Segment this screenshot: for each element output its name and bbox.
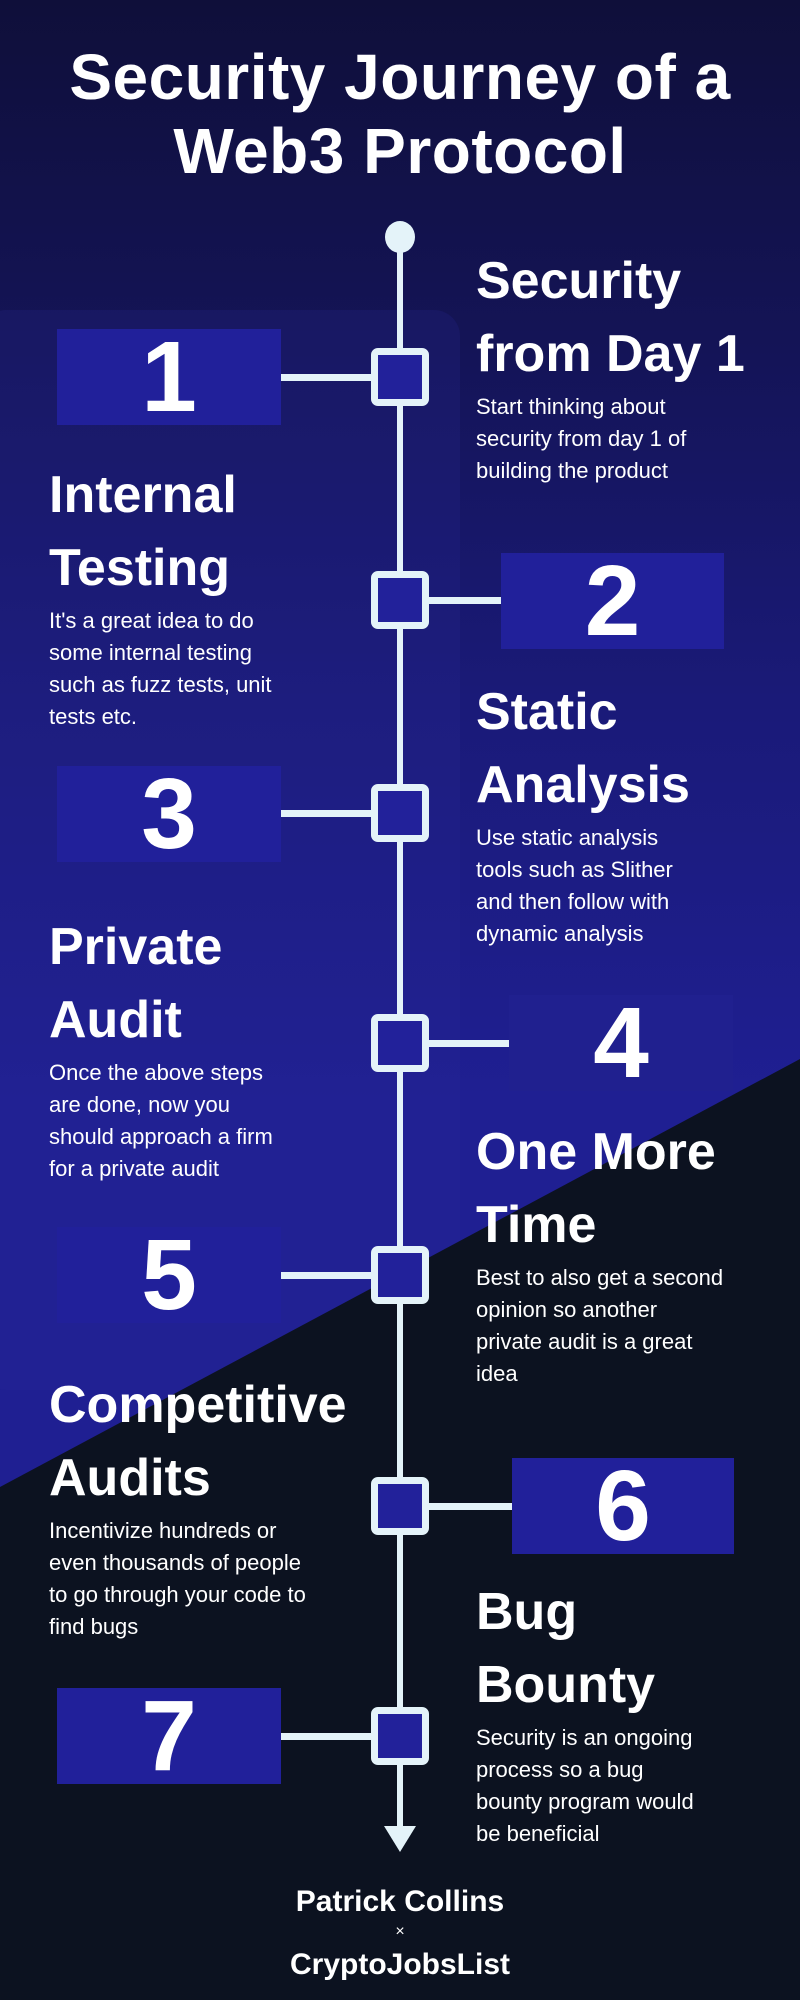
step-number-3: 3 — [57, 764, 281, 864]
timeline-node-2 — [371, 571, 429, 629]
connector-2 — [427, 597, 503, 604]
connector-3 — [281, 810, 373, 817]
connector-7 — [281, 1733, 373, 1740]
connector-6 — [427, 1503, 513, 1510]
footer-brand-logo: CryptoJobsList — [289, 1948, 511, 1981]
timeline-node-7 — [371, 1707, 429, 1765]
step-number-1: 1 — [57, 327, 281, 427]
step-number-7: 7 — [57, 1686, 281, 1786]
step-number-2: 2 — [501, 551, 724, 651]
timeline-start-dot — [385, 221, 415, 253]
timeline-node-1 — [371, 348, 429, 406]
step-number-5: 5 — [57, 1225, 281, 1325]
connector-4 — [427, 1040, 511, 1047]
step-number-6: 6 — [512, 1456, 734, 1556]
footer-author: Patrick Collins — [295, 1885, 505, 1918]
connector-1 — [281, 374, 373, 381]
timeline-node-6 — [371, 1477, 429, 1535]
timeline-arrow-icon — [384, 1826, 416, 1852]
timeline-node-4 — [371, 1014, 429, 1072]
step-number-4: 4 — [509, 993, 733, 1093]
timeline-node-5 — [371, 1246, 429, 1304]
connector-5 — [281, 1272, 373, 1279]
timeline-node-3 — [371, 784, 429, 842]
footer-separator: × — [395, 1923, 405, 1940]
